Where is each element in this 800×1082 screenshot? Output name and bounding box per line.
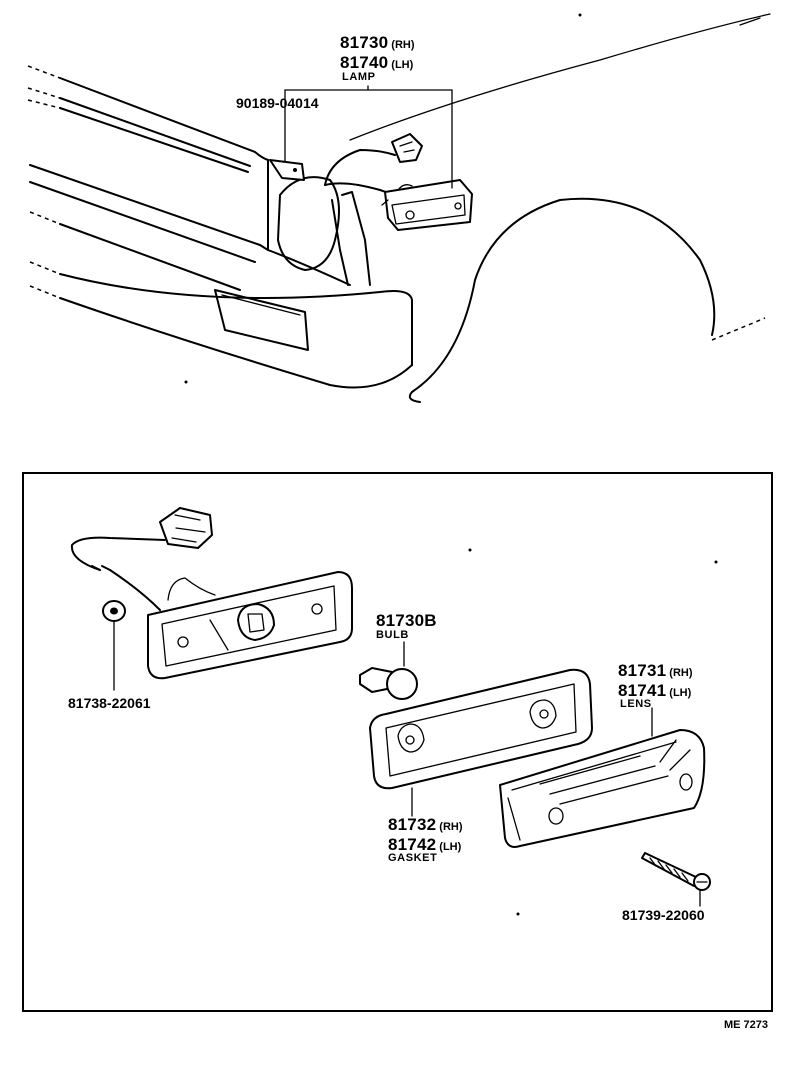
detail-box: [22, 472, 773, 1012]
lamp-lh-part-number: 81740: [340, 53, 389, 72]
top-leader-lines: [284, 85, 453, 189]
lens-lh-callout: 81741(LH): [618, 682, 691, 700]
lamp-rh-callout: 81730(RH): [340, 34, 415, 52]
lamp-name: LAMP: [342, 71, 376, 83]
gasket-rh-side: (RH): [439, 821, 463, 833]
exploded-view: [70, 507, 718, 916]
gasket-lh-part-number: 81742: [388, 835, 437, 854]
lens-lh-part-number: 81741: [618, 681, 667, 700]
connector-shape: [159, 507, 213, 549]
lens-lh-side: (LH): [669, 687, 692, 699]
lens-shape: [499, 729, 706, 848]
gasket-lh-callout: 81742(LH): [388, 836, 461, 854]
lamp-rh-part-number: 81730: [340, 33, 389, 52]
gasket-lh-side: (LH): [439, 841, 462, 853]
lens-rh-part-number: 81731: [618, 661, 667, 680]
illustration-code: ME 7273: [724, 1019, 769, 1031]
gasket-name: GASKET: [388, 852, 438, 864]
lamp-lh-callout: 81740(LH): [340, 54, 413, 72]
lens-rh-callout: 81731(RH): [618, 662, 693, 680]
lens-rh-side: (RH): [669, 667, 693, 679]
clip-part-number: 90189-04014: [236, 95, 319, 111]
lamp-rh-side: (RH): [391, 39, 415, 51]
lamp-lh-side: (LH): [391, 59, 414, 71]
grommet-part-number: 81738-22061: [68, 695, 151, 711]
bulb-part-number: 81730B: [376, 611, 437, 630]
gasket-rh-part-number: 81732: [388, 815, 437, 834]
bulb-name: BULB: [376, 629, 409, 641]
lens-name: LENS: [620, 698, 652, 710]
vehicle-front-corner-view: [27, 13, 771, 403]
gasket-shape: [369, 668, 593, 790]
screw-part-number: 81739-22060: [622, 907, 705, 923]
gasket-rh-callout: 81732(RH): [388, 816, 463, 834]
